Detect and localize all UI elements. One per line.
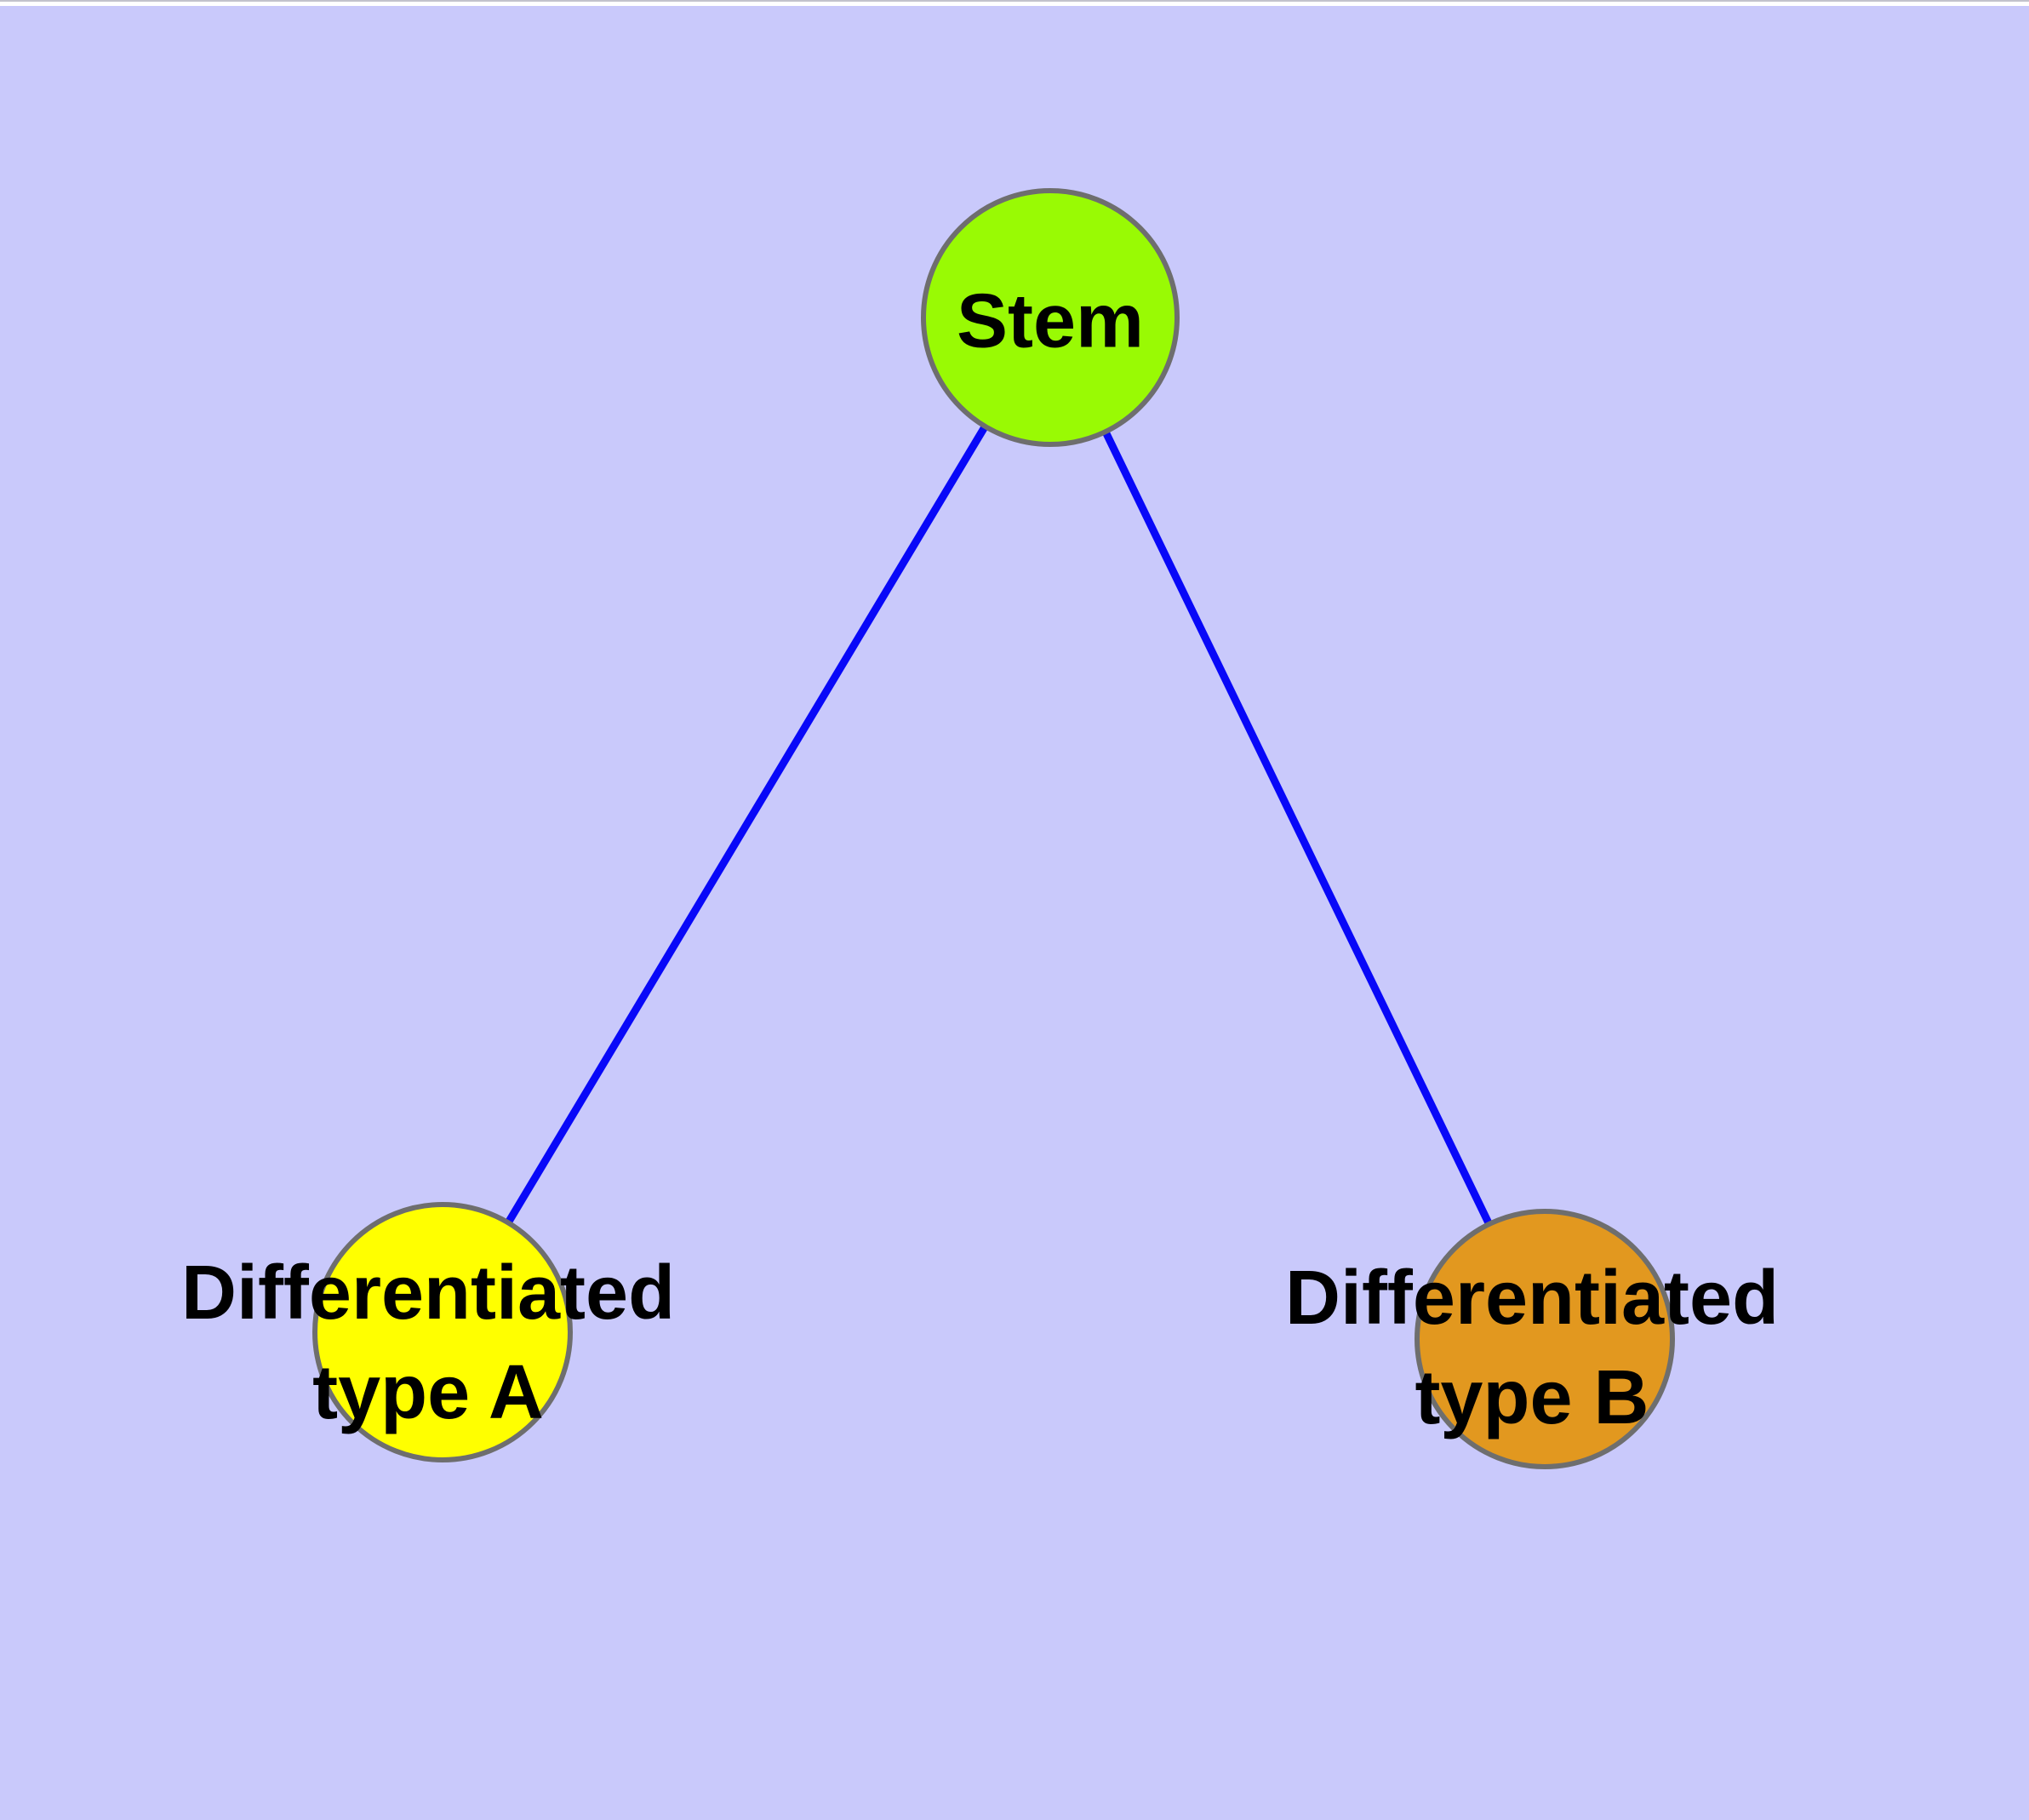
node-stem-circle[interactable] [921, 188, 1180, 447]
window-top-edge [0, 0, 2029, 6]
node-differentiated-type-b-circle[interactable] [1415, 1209, 1675, 1469]
node-differentiated-type-a-circle[interactable] [312, 1202, 573, 1462]
edge-stem-to-type-a [439, 315, 1054, 1335]
edge-stem-to-type-b [1046, 316, 1549, 1341]
